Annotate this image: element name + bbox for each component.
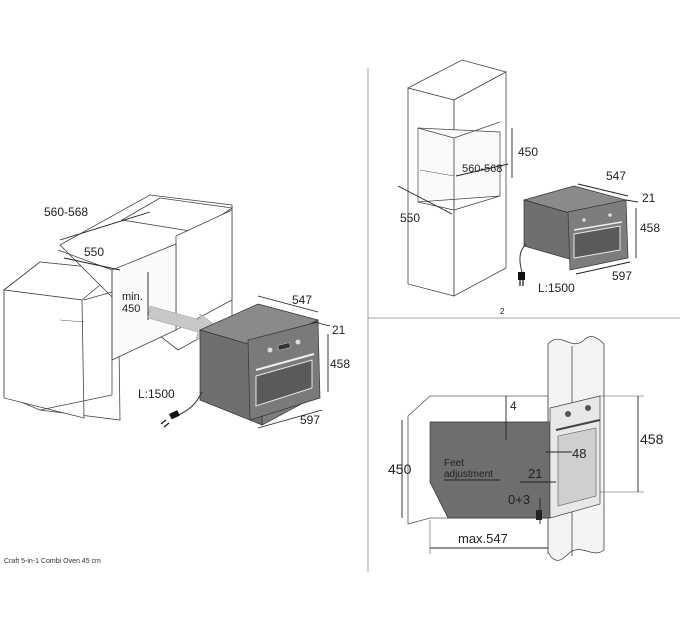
plug-icon xyxy=(518,272,525,286)
label-feet-range: 0+3 xyxy=(508,492,530,507)
label-min-height-line: 450 xyxy=(122,303,140,315)
small-oven-knob xyxy=(582,218,586,222)
label-niche-depth: 550 xyxy=(400,211,420,225)
cabinet-front-left xyxy=(3,289,85,419)
dim-line-niche-width xyxy=(455,163,509,177)
tall-cabinet-edge xyxy=(419,169,455,177)
cabinet-edge xyxy=(39,394,113,411)
small-oven-cable xyxy=(519,243,527,273)
label-niche-height: 450 xyxy=(518,145,538,159)
oven-knob xyxy=(267,347,273,353)
product-caption: Craft 5-in-1 Combi Oven 45 cm xyxy=(4,558,101,565)
oven-section xyxy=(429,421,551,519)
dim-line-oven-width xyxy=(257,295,319,313)
oven-front xyxy=(199,329,263,426)
dim-line-small-oven-front-width xyxy=(575,261,631,275)
label-small-oven-height: 458 xyxy=(640,221,660,235)
dim-line-depth xyxy=(63,257,121,271)
label-panel-offset: 48 xyxy=(572,446,586,461)
label-small-oven-width: 547 xyxy=(606,169,626,183)
label-oven-height: 458 xyxy=(330,357,350,371)
dim-line-small-oven-front-depth xyxy=(625,199,639,203)
label-front-offset: 21 xyxy=(528,466,542,481)
oven-display xyxy=(277,342,291,351)
dim-line-oven-front-depth xyxy=(313,321,331,327)
label-small-oven-front-width: 597 xyxy=(612,269,632,283)
label-feet-adjustment: Feet adjustment xyxy=(444,458,493,480)
plug-icon xyxy=(160,410,180,428)
small-oven-knob xyxy=(608,213,612,217)
label-small-oven-cable: L:1500 xyxy=(538,281,575,295)
oven-door-handle xyxy=(555,419,601,431)
label-oven-width: 547 xyxy=(292,293,312,307)
label-oven-front-depth: 21 xyxy=(332,323,346,337)
oven-foot xyxy=(536,510,542,520)
label-feet-adjustment-line: Feet xyxy=(444,458,464,469)
label-oven-height: 458 xyxy=(640,431,664,447)
label-min-height-line: min. xyxy=(122,291,143,303)
dim-line-niche-depth xyxy=(397,185,453,215)
label-small-oven-front-depth: 21 xyxy=(642,191,656,205)
label-oven-front-width: 597 xyxy=(300,413,320,427)
oven-door-knob xyxy=(565,411,571,417)
small-oven-handle xyxy=(573,221,623,231)
label-max-depth: max.547 xyxy=(458,531,508,546)
oven-knob xyxy=(295,339,301,345)
dim-line-width xyxy=(59,211,151,241)
label-cabinet-width: 560-568 xyxy=(44,205,88,219)
left-diagram: 560-568 550 min. 450 547 21 458 597 xyxy=(2,194,350,429)
tall-cabinet-edge xyxy=(417,127,455,139)
label-cabinet-depth: 550 xyxy=(84,245,104,259)
cabinet-edge xyxy=(59,319,85,323)
label-cable-length: L:1500 xyxy=(138,387,175,401)
power-cable xyxy=(175,391,203,417)
cabinet-edge xyxy=(83,291,113,301)
label-feet-adjustment-line: adjustment xyxy=(444,469,493,480)
page-number: 2 xyxy=(500,307,505,316)
bottom-right-diagram: 4 450 Feet adjustment 21 48 0+3 458 max.… xyxy=(388,336,664,561)
oven-door-knob xyxy=(585,405,591,411)
label-niche-height: 450 xyxy=(388,461,412,477)
top-right-diagram: 450 560-568 550 547 21 458 597 L:1500 2 xyxy=(397,59,660,316)
label-top-gap: 4 xyxy=(510,399,517,413)
tall-cabinet-edge xyxy=(453,121,501,139)
label-min-height: min. 450 xyxy=(122,291,146,315)
dim-line-oven-front-width xyxy=(257,409,323,429)
oven-door-window xyxy=(557,427,597,507)
label-niche-width: 560-568 xyxy=(462,163,502,175)
oven-door-glass xyxy=(255,359,313,407)
small-oven-glass xyxy=(573,225,621,259)
tall-cabinet-edge xyxy=(453,195,501,211)
oven-handle xyxy=(255,353,315,371)
dim-line-small-oven-width xyxy=(577,183,629,197)
